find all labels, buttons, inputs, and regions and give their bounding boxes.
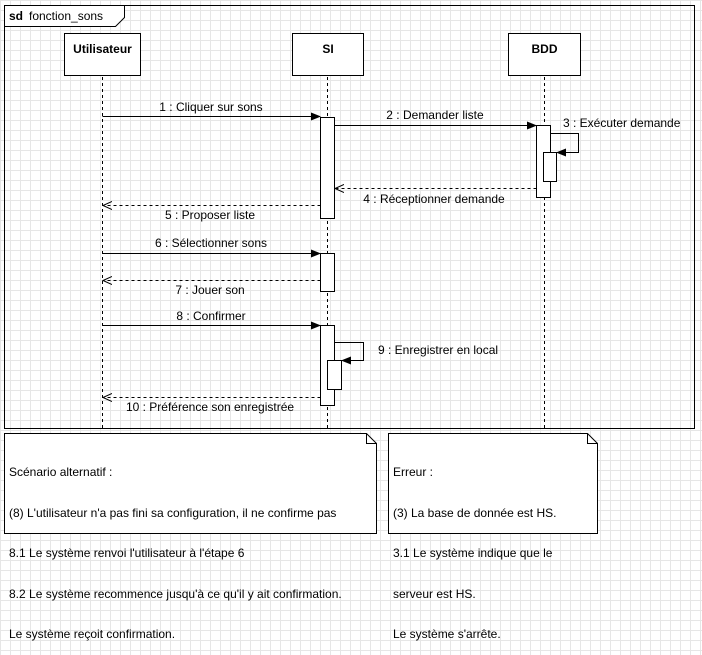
message-4-label: 4 : Réceptionner demande [363,192,505,206]
message-8-label: 8 : Confirmer [176,309,245,323]
activation-bdd-2 [543,152,557,182]
note-erreur-shape [388,433,598,534]
note-erreur-line-5: Le système s'arrête. [393,627,501,641]
note-alternatif: Scénario alternatif : (8) L'utilisateur … [5,436,377,640]
message-3-arrow [550,133,579,157]
message-2-label: 2 : Demander liste [386,108,484,122]
lifeline-bdd-label: BDD [532,42,558,56]
activation-si-2 [320,253,335,292]
lifeline-si-box[interactable] [292,33,364,76]
message-5-label: 5 : Proposer liste [165,208,255,222]
lifeline-si-label: SI [322,42,333,56]
frame-label-box [4,5,125,27]
note-alternatif-line-4: 8.2 Le système recommence jusqu'à ce qu'… [9,586,342,601]
frame-keyword: sd [9,9,23,23]
note-erreur-fold [587,433,598,444]
lifeline-user-label: Utilisateur [73,42,132,56]
activation-si-4 [327,360,342,390]
note-erreur-line-3: 3.1 Le système indique que le [393,546,553,560]
lifeline-user-box[interactable] [64,33,141,76]
message-10-label: 10 : Préférence son enregistrée [126,400,294,414]
message-9-arrow [334,342,364,365]
message-7-label: 7 : Jouer son [175,283,244,297]
note-erreur-line-1: Erreur : [393,465,434,479]
note-erreur: Erreur : (3) La base de donnée est HS. 3… [389,436,597,640]
note-alternatif-fold [366,433,377,444]
message-9-label: 9 : Enregistrer en local [378,343,498,357]
frame-name: fonction_sons [29,9,103,23]
frame-border [4,5,695,429]
lifeline-bdd-box[interactable] [508,33,581,76]
note-alternatif-shape [4,433,377,534]
message-3-label: 3 : Exécuter demande [563,116,681,130]
message-1-label: 1 : Cliquer sur sons [159,100,262,114]
activation-si-1 [320,117,335,219]
sequence-diagram: sd fonction_sons Utilisateur SI BDD 1 : … [4,5,695,534]
note-alternatif-line-3: 8.1 Le système renvoi l'utilisateur à l'… [9,546,245,560]
note-erreur-line-4: serveur est HS. [393,586,476,601]
note-alternatif-line-2: (8) L'utilisateur n'a pas fini sa config… [9,505,337,520]
note-alternatif-line-1: Scénario alternatif : [9,465,113,479]
note-alternatif-line-5: Le système reçoit confirmation. [9,627,176,641]
message-6-label: 6 : Sélectionner sons [155,236,267,250]
note-erreur-line-2: (3) La base de donnée est HS. [393,505,557,520]
